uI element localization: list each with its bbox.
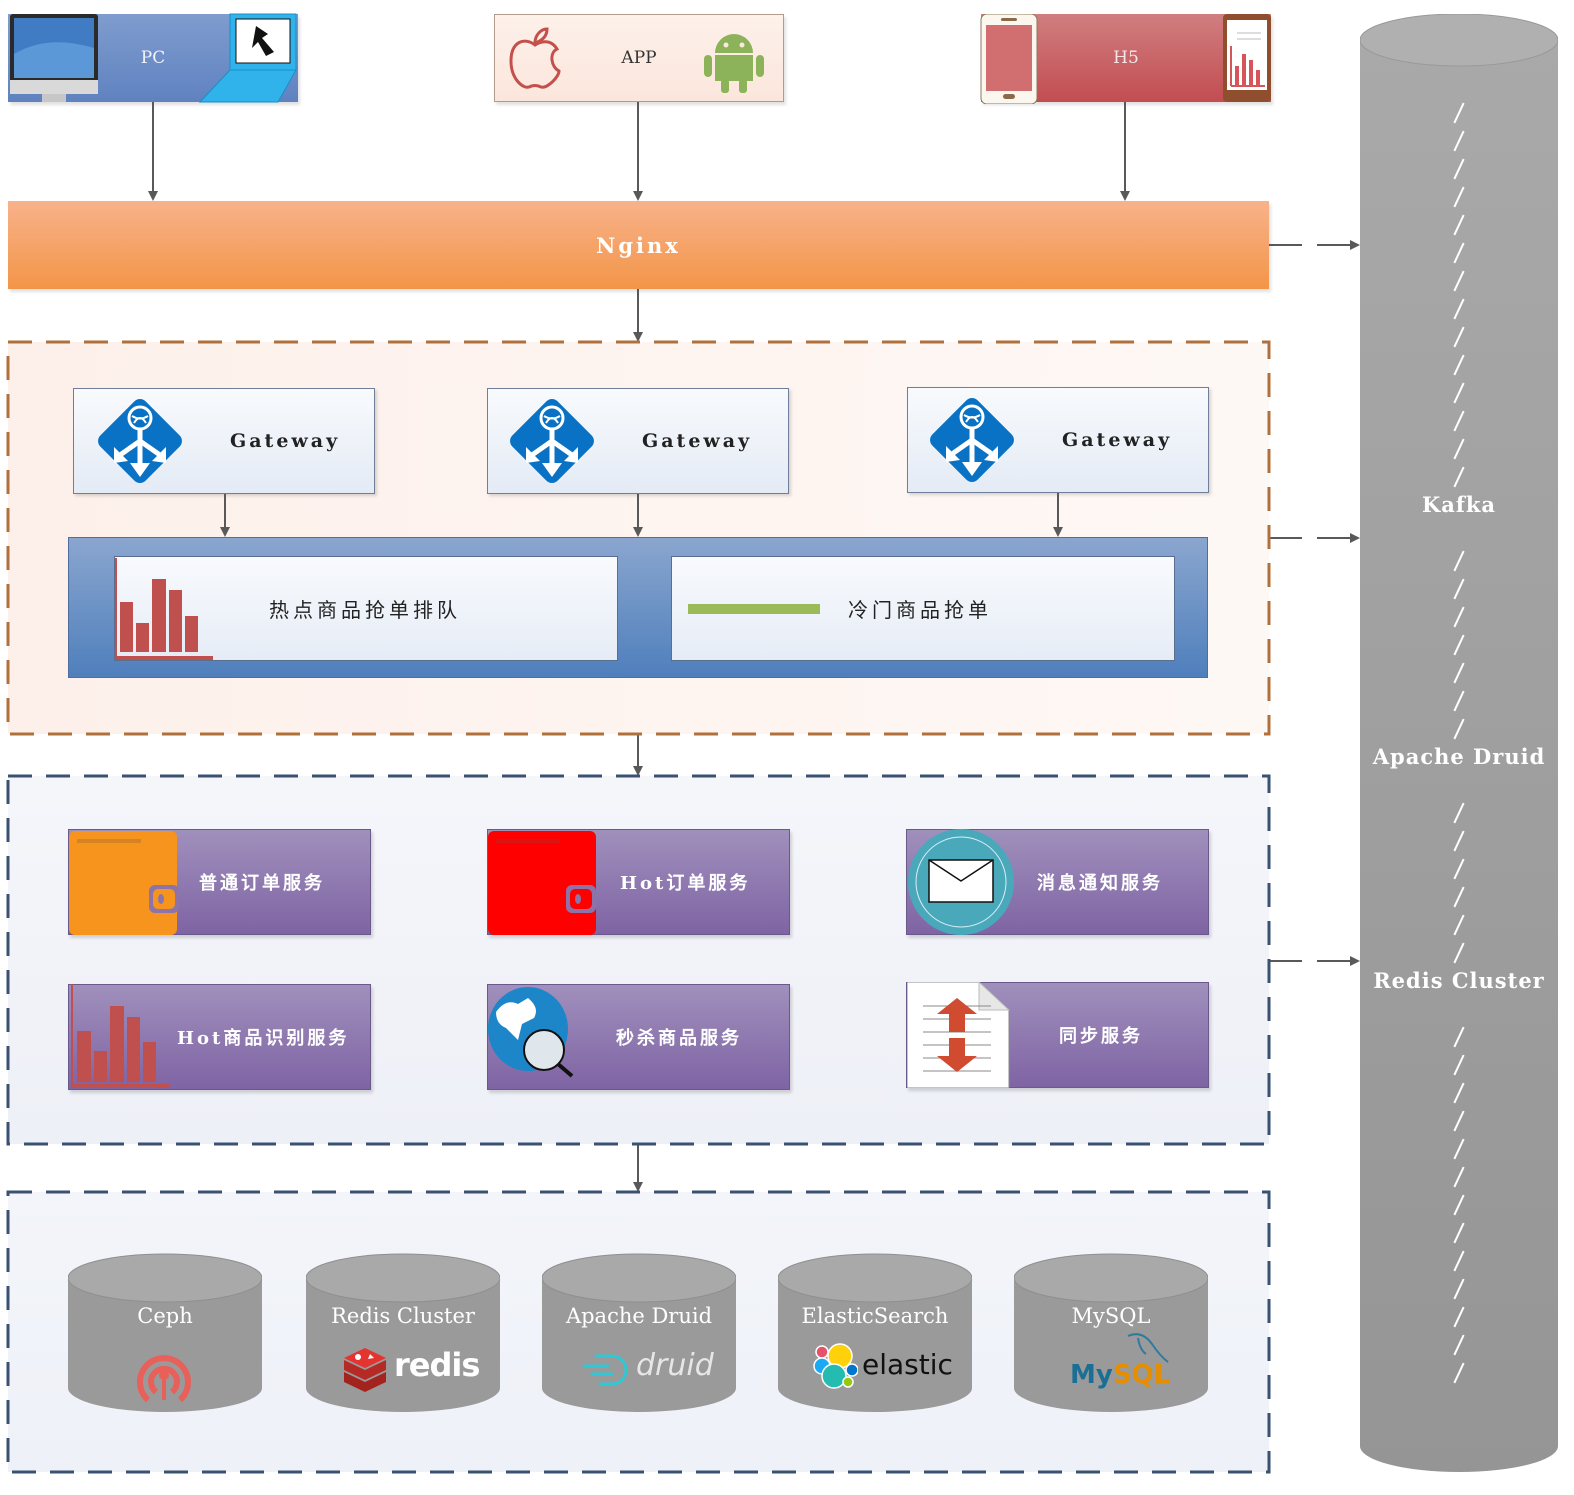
service-box[interactable]: 普通订单服务 — [68, 829, 371, 935]
cylinder-shape — [778, 1252, 972, 1412]
android-icon — [704, 34, 764, 93]
gateway-icon — [922, 390, 1022, 490]
gateway-label: Gateway — [230, 430, 341, 452]
elastic-logo-text: elastic — [862, 1348, 953, 1381]
service-label: 普通订单服务 — [199, 873, 325, 894]
database-label: MySQL — [1071, 1304, 1151, 1328]
gateway-icon — [502, 391, 602, 491]
gateway-label: Gateway — [1062, 429, 1173, 451]
druid-logo-icon — [582, 1354, 628, 1386]
database-druid[interactable]: Apache Druid druid — [542, 1252, 736, 1412]
database-redis[interactable]: Redis Cluster redis — [306, 1252, 500, 1412]
laptop-icon — [198, 13, 297, 103]
messaging-stack-cylinder[interactable]: Kafka Apache Druid Redis Cluster — [1360, 14, 1558, 1474]
druid-logo-text: druid — [636, 1348, 714, 1383]
apple-icon — [509, 27, 561, 89]
gateway-icon — [90, 391, 190, 491]
service-box[interactable]: 秒杀商品服务 — [487, 984, 790, 1090]
database-mysql[interactable]: MySQL MySQL — [1014, 1252, 1208, 1412]
database-elasticsearch[interactable]: ElasticSearch elastic — [778, 1252, 972, 1412]
database-label: Apache Druid — [565, 1304, 713, 1328]
mysql-logo-text-sql: SQL — [1112, 1360, 1171, 1390]
service-box[interactable]: 同步服务 — [906, 982, 1209, 1088]
hot-queue-box[interactable]: 热点商品抢单排队 — [114, 556, 618, 661]
desktop-monitor-icon — [10, 14, 98, 102]
cylinder-shape — [542, 1252, 736, 1412]
redis-logo-text: redis — [394, 1346, 480, 1384]
client-pc-label: PC — [140, 48, 166, 68]
cold-queue-box[interactable]: 冷门商品抢单 — [671, 556, 1175, 661]
client-pc[interactable]: PC — [8, 13, 298, 103]
gateway-box[interactable]: Gateway — [73, 388, 375, 494]
ceph-logo-icon — [137, 1355, 191, 1403]
cold-queue-label: 冷门商品抢单 — [848, 598, 992, 622]
red-wallet-icon — [488, 831, 596, 935]
stack-label-kafka: Kafka — [1421, 492, 1497, 517]
bar-chart-icon — [115, 558, 213, 660]
service-box[interactable]: 消息通知服务 — [906, 829, 1209, 935]
service-label: Hot订单服务 — [620, 873, 751, 894]
client-h5[interactable]: H5 — [980, 14, 1271, 104]
gateway-box[interactable]: Gateway — [487, 388, 789, 494]
green-bar-icon — [688, 603, 820, 614]
stack-label-druid: Apache Druid — [1372, 744, 1546, 769]
mysql-logo-text-my: My — [1070, 1360, 1113, 1390]
hot-queue-label: 热点商品抢单排队 — [269, 598, 461, 622]
database-label: ElasticSearch — [801, 1304, 949, 1328]
service-label: 秒杀商品服务 — [616, 1028, 742, 1049]
database-label: Ceph — [137, 1304, 193, 1328]
mail-icon — [908, 829, 1014, 935]
service-label: Hot商品识别服务 — [177, 1028, 350, 1049]
database-ceph[interactable]: Ceph — [68, 1252, 262, 1412]
service-box[interactable]: Hot订单服务 — [487, 829, 790, 935]
database-label: Redis Cluster — [331, 1304, 475, 1328]
sync-document-icon — [907, 982, 1011, 1088]
mobile-chart-icon — [1223, 14, 1271, 102]
cylinder-shape — [1360, 14, 1558, 1472]
gateway-box[interactable]: Gateway — [907, 387, 1209, 493]
bar-chart-icon — [71, 984, 169, 1088]
mysql-logo-text: MySQL — [1070, 1360, 1170, 1390]
elastic-logo-icon — [813, 1343, 858, 1389]
orange-wallet-icon — [69, 831, 179, 935]
client-app-label: APP — [621, 48, 657, 68]
gateway-label: Gateway — [642, 430, 753, 452]
globe-search-icon — [488, 987, 574, 1078]
nginx-bar[interactable]: Nginx — [8, 201, 1269, 289]
stack-label-redis: Redis Cluster — [1373, 968, 1545, 993]
cylinder-shape — [306, 1252, 500, 1412]
service-label: 同步服务 — [1059, 1026, 1143, 1047]
smartphone-icon — [980, 14, 1038, 104]
client-app[interactable]: APP — [494, 14, 784, 102]
nginx-label: Nginx — [596, 232, 681, 258]
redis-logo-icon — [344, 1348, 386, 1392]
service-label: 消息通知服务 — [1037, 873, 1163, 894]
client-h5-label: H5 — [1113, 48, 1139, 68]
service-box[interactable]: Hot商品识别服务 — [68, 984, 371, 1090]
